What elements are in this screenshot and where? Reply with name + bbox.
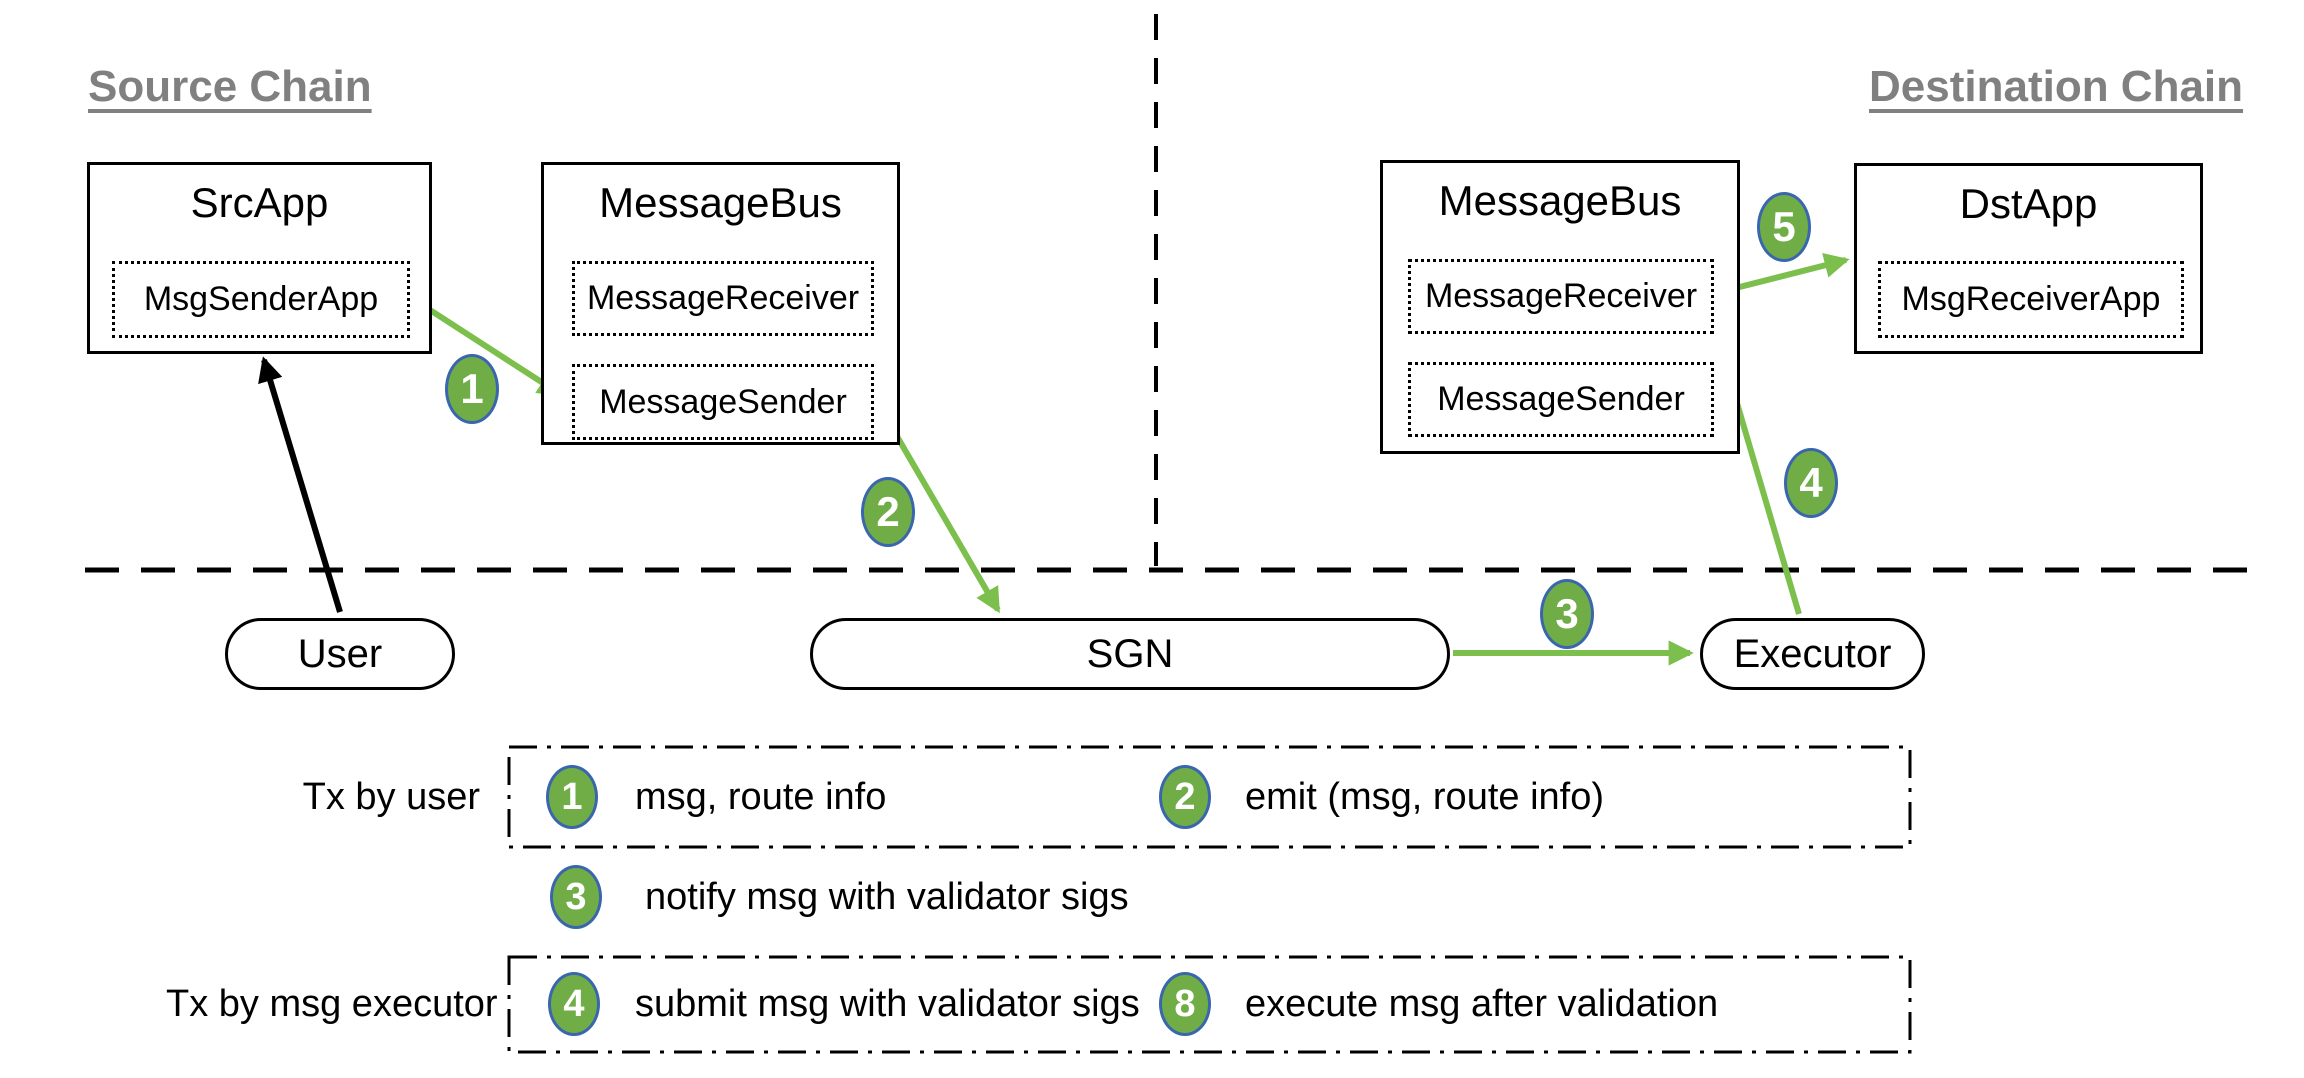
messagesender-destination-box: MessageSender bbox=[1408, 362, 1714, 437]
legend-label-tx-by-msg-executor: Tx by msg executor bbox=[166, 983, 498, 1025]
legend-label-tx-by-user: Tx by user bbox=[302, 776, 480, 818]
sgn-node: SGN bbox=[810, 618, 1450, 690]
messagebus-destination-box: MessageBus MessageReceiver MessageSender bbox=[1380, 160, 1740, 454]
messagebus-source-box: MessageBus MessageReceiver MessageSender bbox=[541, 162, 900, 445]
messagebus-destination-title: MessageBus bbox=[1438, 177, 1682, 224]
messagesender-source-label: MessageSender bbox=[599, 382, 847, 421]
legend-item-2-text: emit (msg, route info) bbox=[1245, 776, 1604, 818]
msgsenderapp-box: MsgSenderApp bbox=[112, 261, 410, 338]
messagesender-source-box: MessageSender bbox=[572, 364, 874, 440]
legend-item-4-text: submit msg with validator sigs bbox=[635, 983, 1140, 1025]
legend-item-1-text: msg, route info bbox=[635, 776, 887, 818]
messagereceiver-destination-box: MessageReceiver bbox=[1408, 259, 1714, 334]
legend-item-8-text: execute msg after validation bbox=[1245, 983, 1719, 1025]
step-badge-2: 2 bbox=[861, 477, 915, 547]
destination-chain-heading: Destination Chain bbox=[1869, 62, 2244, 111]
legend-badge-8: 8 bbox=[1159, 972, 1211, 1036]
legend-badge-1: 1 bbox=[546, 765, 598, 829]
dstapp-title: DstApp bbox=[1959, 180, 2098, 227]
messagereceiver-source-box: MessageReceiver bbox=[572, 261, 874, 336]
msgsenderapp-label: MsgSenderApp bbox=[143, 280, 379, 318]
messagereceiver-destination-label: MessageReceiver bbox=[1424, 277, 1698, 315]
legend-item-3-text: notify msg with validator sigs bbox=[645, 876, 1129, 918]
dstapp-box: DstApp MsgReceiverApp bbox=[1854, 163, 2203, 354]
messagebus-source-title: MessageBus bbox=[599, 179, 842, 226]
messagesender-destination-label: MessageSender bbox=[1437, 380, 1685, 418]
executor-node: Executor bbox=[1700, 618, 1925, 690]
legend-badge-4: 4 bbox=[548, 972, 600, 1036]
step-badge-4: 4 bbox=[1784, 448, 1838, 518]
source-chain-heading: Source Chain bbox=[88, 62, 372, 111]
user-node: User bbox=[225, 618, 455, 690]
step-badge-1: 1 bbox=[445, 354, 499, 424]
msgreceiverapp-box: MsgReceiverApp bbox=[1878, 261, 2184, 338]
msgreceiverapp-label: MsgReceiverApp bbox=[1901, 280, 2161, 318]
srcapp-title: SrcApp bbox=[190, 179, 329, 226]
srcapp-box: SrcApp MsgSenderApp bbox=[87, 162, 432, 354]
arrow-user-to-srcapp bbox=[258, 356, 343, 613]
legend-badge-2: 2 bbox=[1159, 765, 1211, 829]
messagereceiver-source-label: MessageReceiver bbox=[586, 279, 860, 317]
legend-badge-3: 3 bbox=[550, 865, 602, 929]
step-badge-3: 3 bbox=[1540, 579, 1594, 649]
step-badge-5: 5 bbox=[1757, 192, 1811, 262]
